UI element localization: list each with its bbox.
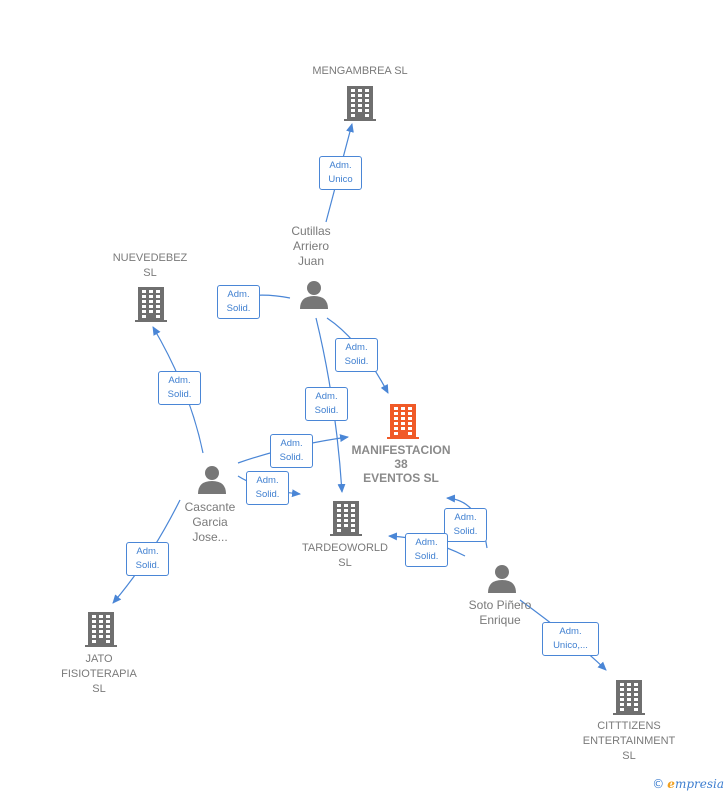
node-label-jato[interactable]: JATO FISIOTERAPIA SL	[61, 653, 137, 695]
role-cutillas-manifestacion[interactable]: Adm. Solid.	[335, 338, 378, 372]
building-icon-manifestacion[interactable]	[387, 404, 419, 439]
role-cascante-tardeoworld[interactable]: Adm. Solid.	[246, 471, 289, 505]
node-label-cutillas[interactable]: Cutillas Arriero Juan	[291, 224, 331, 268]
brand-rest: mpresia	[674, 777, 724, 791]
brand-initial: e	[667, 777, 675, 791]
building-icon-tardeoworld[interactable]	[330, 501, 362, 536]
role-cascante-nuevedebez[interactable]: Adm. Solid.	[158, 371, 201, 405]
building-icon-citttizens[interactable]	[613, 680, 645, 715]
role-cutillas-nuevedebez[interactable]: Adm. Solid.	[217, 285, 260, 319]
role-cascante-manifestacion[interactable]: Adm. Solid.	[270, 434, 313, 468]
role-soto-citttizens[interactable]: Adm. Unico,...	[542, 622, 599, 656]
node-label-tardeoworld[interactable]: TARDEOWORLD SL	[302, 542, 388, 569]
node-label-manifestacion[interactable]: MANIFESTACION 38 EVENTOS SL	[351, 443, 451, 485]
copyright-symbol: ©	[652, 777, 665, 791]
person-icon-soto[interactable]	[488, 565, 516, 593]
node-label-nuevedebez[interactable]: NUEVEDEBEZ SL	[112, 252, 188, 279]
role-soto-tardeoworld[interactable]: Adm. Solid.	[405, 533, 448, 567]
building-icon-nuevedebez[interactable]	[135, 287, 167, 322]
role-soto-manifestacion[interactable]: Adm. Solid.	[444, 508, 487, 542]
person-icon-cutillas[interactable]	[300, 281, 328, 309]
node-label-cascante[interactable]: Cascante Garcia Jose...	[184, 500, 236, 544]
role-cutillas-tardeoworld[interactable]: Adm. Solid.	[305, 387, 348, 421]
node-label-mengambrea[interactable]: MENGAMBREA SL	[312, 65, 408, 77]
icons	[85, 86, 645, 715]
node-label-soto[interactable]: Soto Piñero Enrique	[468, 598, 532, 627]
role-cascante-jato[interactable]: Adm. Solid.	[126, 542, 169, 576]
node-label-citttizens[interactable]: CITTTIZENS ENTERTAINMENT SL	[582, 720, 676, 762]
empresia-logo: ©empresia	[652, 777, 724, 791]
role-cutillas-mengambrea[interactable]: Adm. Unico	[319, 156, 362, 190]
building-icon-jato[interactable]	[85, 612, 117, 647]
building-icon-mengambrea[interactable]	[344, 86, 376, 121]
person-icon-cascante[interactable]	[198, 466, 226, 494]
